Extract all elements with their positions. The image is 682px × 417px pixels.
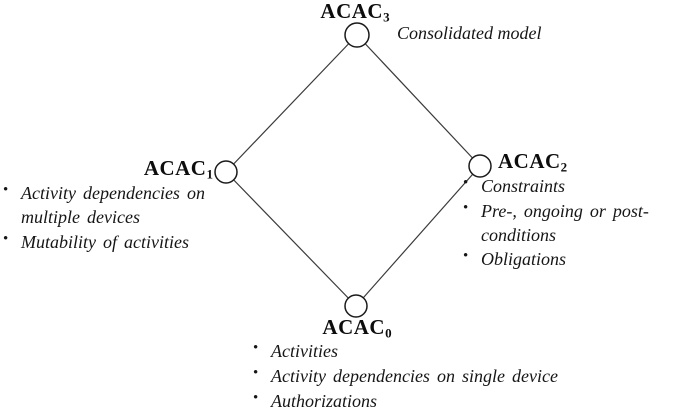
bullet-dot: • — [3, 230, 9, 247]
bullet-dot: • — [463, 248, 469, 265]
bullet-text: Obligations — [481, 249, 567, 270]
node-circle-acac2 — [468, 154, 492, 178]
list-item: • Mutability of activities — [2, 231, 232, 255]
bullet-list-acac2: • Constraints • Pre-, ongoing or post-cond… — [462, 175, 674, 273]
node-circle-acac3 — [344, 22, 370, 48]
node-label-subscript: 3 — [383, 9, 390, 25]
bullet-list-acac1: • Activity dependencies on multiple devic… — [2, 182, 232, 255]
node-label-text: ACAC — [320, 0, 384, 23]
edge-right-bottom — [355, 165, 481, 307]
node-label-subscript: 1 — [206, 166, 213, 182]
annotation-consolidated-model: Consolidated model — [397, 23, 542, 43]
bullet-dot: • — [463, 199, 469, 216]
bullet-text: Pre-, ongoing or post-conditions — [481, 200, 649, 245]
bullet-dot: • — [253, 340, 259, 356]
node-label-acac2: ACAC2 — [498, 149, 568, 175]
node-label-acac3: ACAC3 — [320, 0, 389, 23]
node-label-text: ACAC — [143, 156, 207, 180]
node-label-acac0: ACAC0 — [322, 315, 392, 341]
node-label-text: ACAC — [322, 315, 386, 339]
bullet-dot: • — [253, 364, 259, 381]
bullet-list-acac0: • Activities • Activity dependencies on si… — [252, 340, 676, 414]
list-item: • Pre-, ongoing or post-conditions — [462, 200, 674, 248]
bullet-dot: • — [253, 389, 259, 406]
node-circle-acac1 — [214, 160, 238, 184]
list-item: • Constraints — [462, 175, 674, 199]
node-label-text: ACAC — [498, 149, 561, 173]
edge-top-right — [356, 34, 481, 167]
list-item: • Activity dependencies on single device — [252, 365, 676, 389]
node-label-subscript: 0 — [385, 325, 392, 341]
bullet-text: Activity dependencies on multiple device… — [21, 183, 205, 227]
list-item: • Authorizations — [252, 390, 676, 414]
list-item: • Obligations — [462, 248, 674, 272]
node-circle-acac0 — [344, 294, 368, 318]
bullet-text: Activities — [271, 341, 338, 361]
node-label-subscript: 2 — [560, 159, 568, 175]
node-label-acac1: ACAC1 — [143, 156, 213, 182]
edge-left-bottom — [225, 171, 357, 307]
bullet-text: Mutability of activities — [21, 231, 190, 252]
list-item: • Activity dependencies on multiple devic… — [2, 182, 232, 230]
edge-top-left — [225, 34, 358, 173]
bullet-dot: • — [3, 182, 9, 198]
bullet-text: Activity dependencies on single device — [271, 365, 558, 386]
bullet-text: Constraints — [481, 176, 566, 196]
bullet-text: Authorizations — [271, 390, 378, 411]
list-item: • Activities — [252, 340, 676, 364]
bullet-dot: • — [463, 175, 469, 191]
